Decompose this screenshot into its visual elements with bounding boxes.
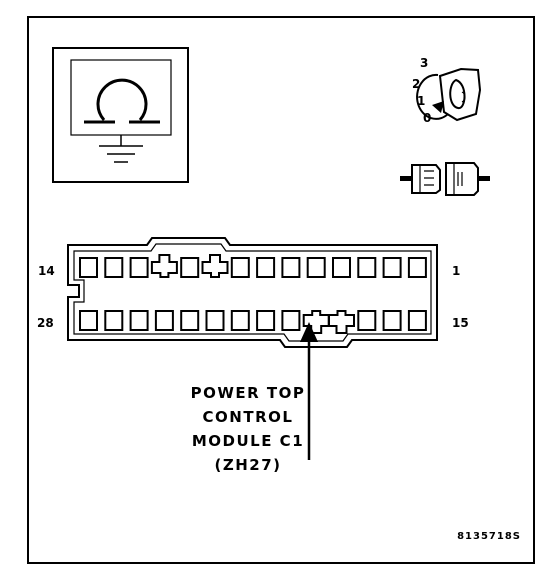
connector-cavity [104, 310, 124, 331]
connector-cavity [281, 310, 301, 331]
connector-cavity [154, 310, 174, 331]
connector-top-row [79, 254, 427, 278]
connector-cavity [79, 310, 98, 331]
connector-cavity [382, 310, 402, 331]
callout-line-3: MODULE C1 [192, 432, 304, 450]
callout-line-2: CONTROL [203, 408, 294, 426]
connector-cavity [205, 310, 225, 331]
pin-label-1: 1 [452, 264, 460, 278]
pin-label-15: 15 [452, 316, 469, 330]
connector-cavity [150, 254, 178, 278]
pin-label-14: 14 [38, 264, 55, 278]
ignition-key-icon: 3 2 1 0 [412, 56, 482, 125]
connector-cavity [180, 310, 200, 331]
figure-frame [27, 16, 535, 564]
connector-cavity [407, 310, 427, 331]
callout-arrow [300, 322, 318, 460]
connector-cavity [256, 257, 276, 278]
callout-label: POWER TOP CONTROL MODULE C1 (ZH27) [191, 384, 306, 474]
connector-cavity [230, 310, 250, 331]
connector-cavity [79, 257, 98, 278]
connector-cavity [256, 310, 276, 331]
connector-cavity [129, 257, 149, 278]
pin-label-28: 28 [37, 316, 54, 330]
ignition-position-0: 0 [423, 111, 431, 125]
callout-line-1: POWER TOP [191, 384, 306, 402]
connector-cavity [230, 257, 250, 278]
connector-cavity [407, 257, 427, 278]
ohm-symbol [52, 47, 189, 183]
connector-face [67, 237, 438, 348]
connector-cavity [332, 257, 351, 278]
connector-cavity [357, 310, 377, 331]
connector-bottom-row [79, 310, 427, 334]
connector-cavity [306, 257, 326, 278]
connector-cavity [382, 257, 402, 278]
figure-reference: 8135718S [457, 531, 521, 542]
connector-cavity [357, 257, 377, 278]
connector-cavity [104, 257, 124, 278]
ignition-position-1: 1 [417, 94, 425, 108]
connector-cavity [180, 257, 200, 278]
ignition-position-2: 2 [412, 77, 420, 91]
ignition-position-3: 3 [420, 56, 428, 70]
connector-cavity [201, 254, 229, 278]
callout-line-4: (ZH27) [214, 456, 281, 474]
connector-cavity [281, 257, 301, 278]
connector-cavity [328, 310, 355, 334]
connector-cavity [129, 310, 149, 331]
unplugged-connector-icon [400, 162, 490, 196]
